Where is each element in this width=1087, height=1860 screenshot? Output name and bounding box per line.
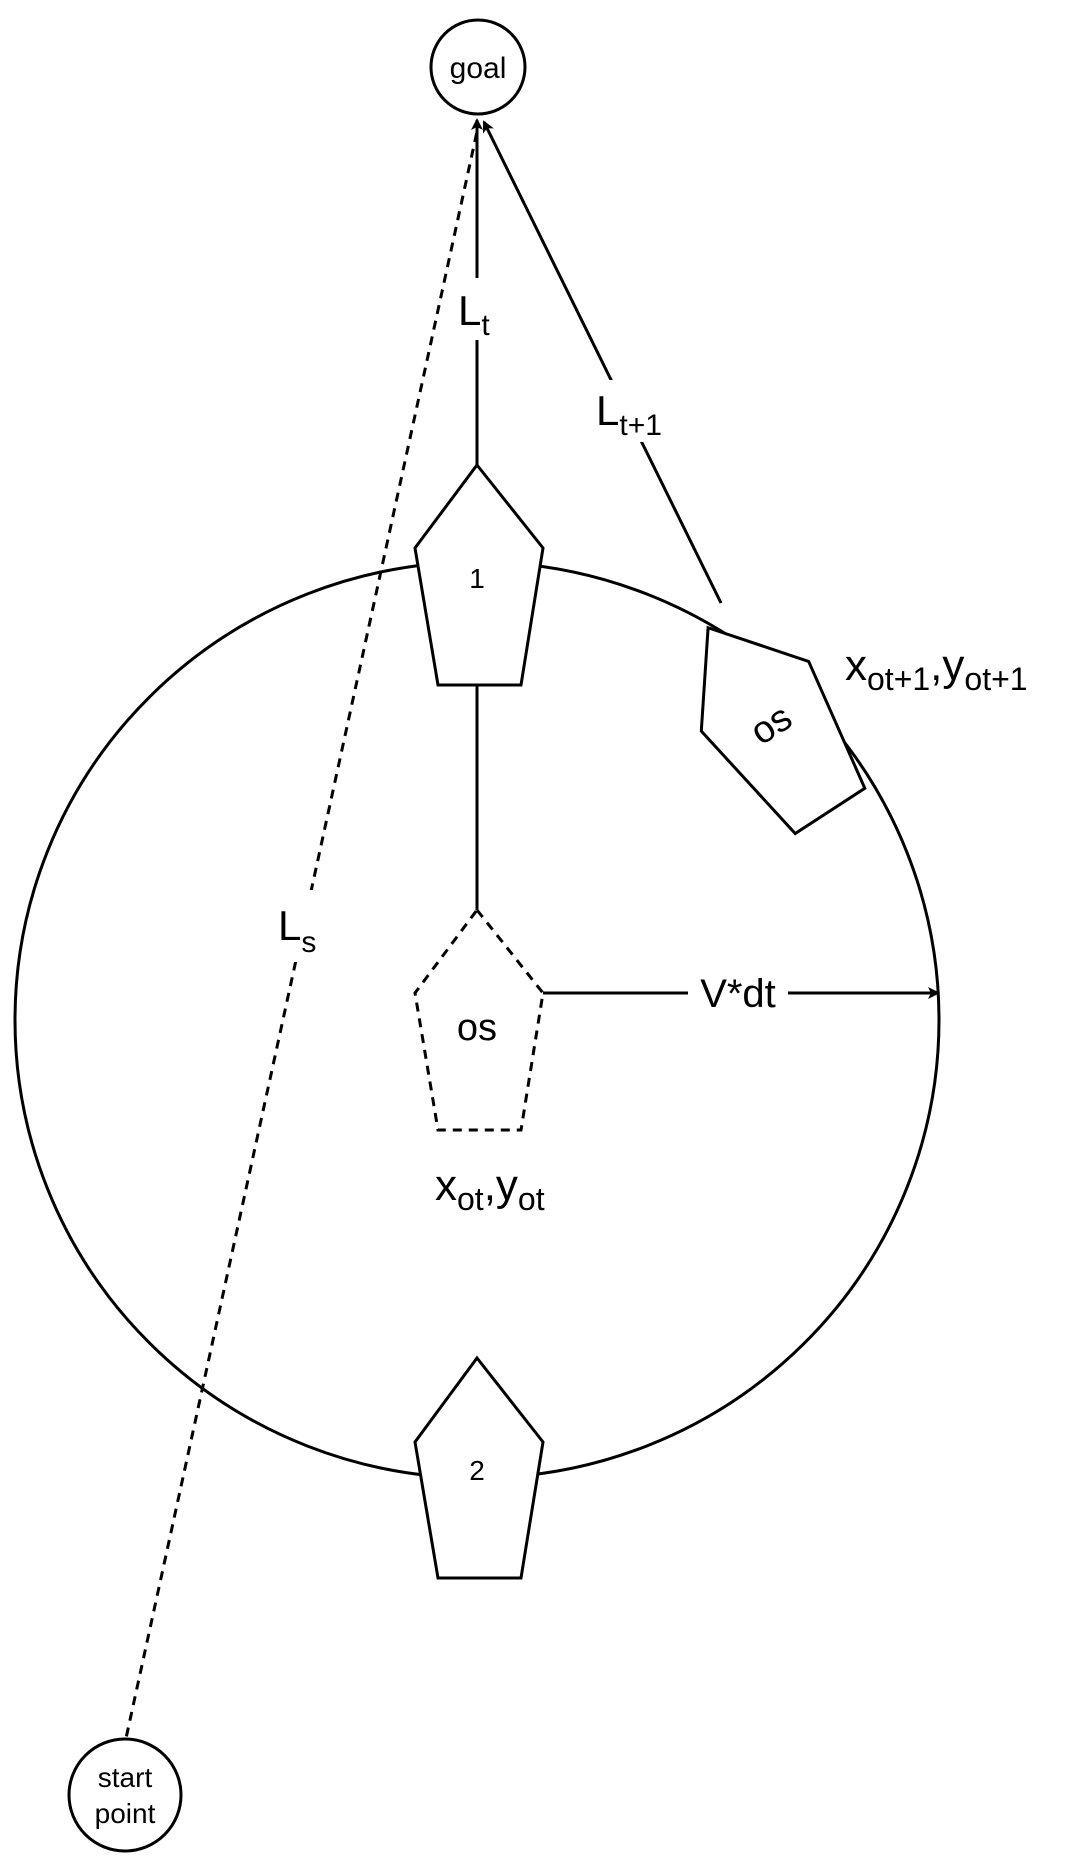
- lt-label: Lt: [458, 287, 490, 342]
- ls-label: Ls: [278, 902, 316, 959]
- next-position-label: xot+1,yot+1: [845, 641, 1028, 697]
- start-label-line2: point: [95, 1798, 156, 1829]
- lt1-label: Lt+1: [596, 387, 662, 442]
- start-label-line1: start: [98, 1762, 153, 1793]
- goal-node: goal: [429, 18, 527, 116]
- start-goal-dashed-line: [121, 126, 480, 1753]
- current-position-label: xot,yot: [435, 1161, 545, 1217]
- obstacle-1: 1: [413, 462, 545, 687]
- velocity-label: V*dt: [700, 972, 776, 1016]
- start-point-node: start point: [67, 1737, 183, 1853]
- goal-label: goal: [450, 52, 507, 85]
- obstacle-current-label: os: [457, 1007, 497, 1049]
- obstacle-next: os: [699, 625, 867, 836]
- obstacle-current: os: [413, 907, 545, 1132]
- obstacle-1-label: 1: [469, 563, 485, 594]
- lt1-line: [482, 120, 723, 604]
- obstacle-2-label: 2: [469, 1455, 485, 1486]
- obstacle-2: 2: [413, 1355, 545, 1580]
